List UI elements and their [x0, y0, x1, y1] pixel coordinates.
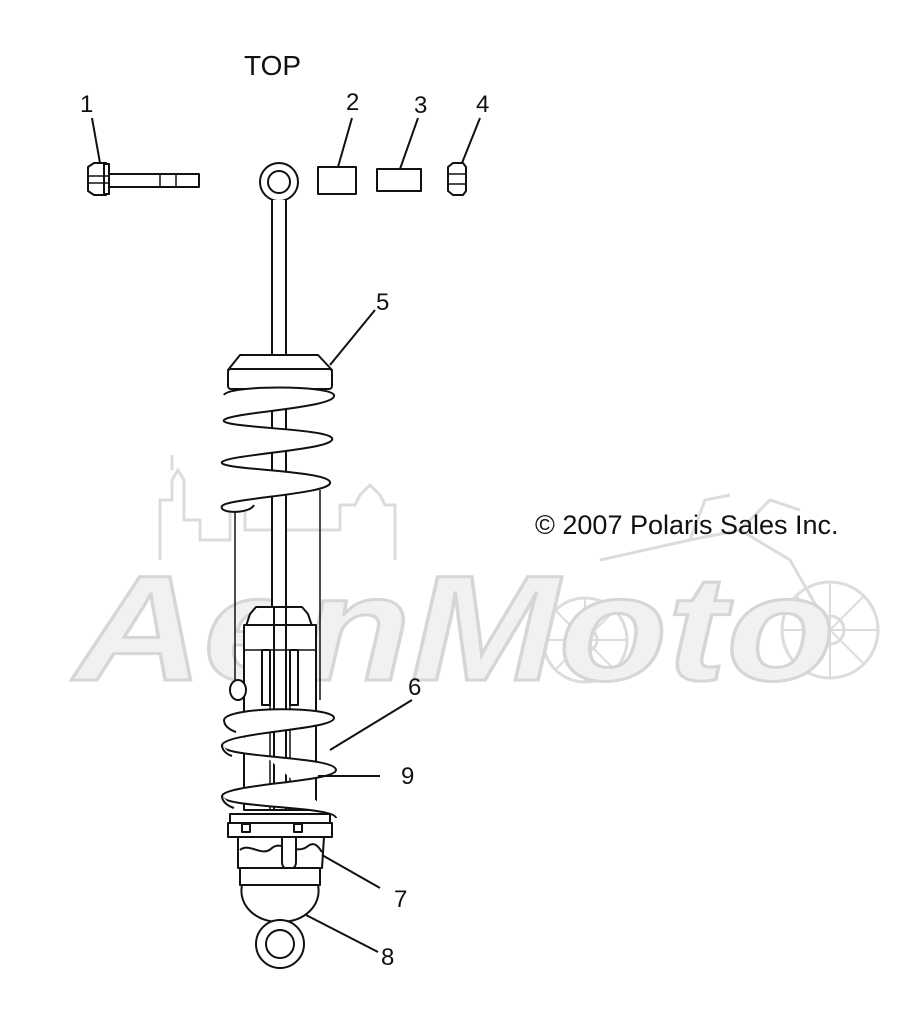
shock-absorber — [220, 162, 337, 969]
callout-3: 3 — [414, 92, 427, 119]
lower-body — [237, 836, 325, 886]
callout-1: 1 — [80, 91, 93, 118]
callout-8: 8 — [381, 944, 394, 971]
top-label: TOP — [244, 50, 301, 81]
watermark-motorcycle-icon — [541, 493, 880, 684]
callout-4: 4 — [476, 91, 489, 118]
watermark: AenMoto — [69, 455, 880, 714]
copyright-text: © 2007 Polaris Sales Inc. — [535, 510, 839, 540]
nut — [447, 162, 467, 196]
spring-seat — [227, 813, 333, 838]
callout-5: 5 — [376, 289, 389, 316]
bolt — [87, 162, 200, 196]
spring-retainer — [227, 354, 333, 390]
leader-lines — [91, 117, 481, 953]
callout-7: 7 — [394, 886, 407, 913]
sleeve — [376, 168, 422, 192]
callout-2: 2 — [346, 89, 359, 116]
callouts: 1 2 3 4 5 6 7 8 9 — [80, 89, 489, 971]
callout-6: 6 — [408, 674, 421, 701]
lower-spring — [220, 708, 337, 819]
callout-9: 9 — [401, 763, 414, 790]
bushing — [317, 166, 357, 195]
watermark-text: AenMoto — [70, 544, 835, 712]
upper-spring — [220, 386, 336, 513]
